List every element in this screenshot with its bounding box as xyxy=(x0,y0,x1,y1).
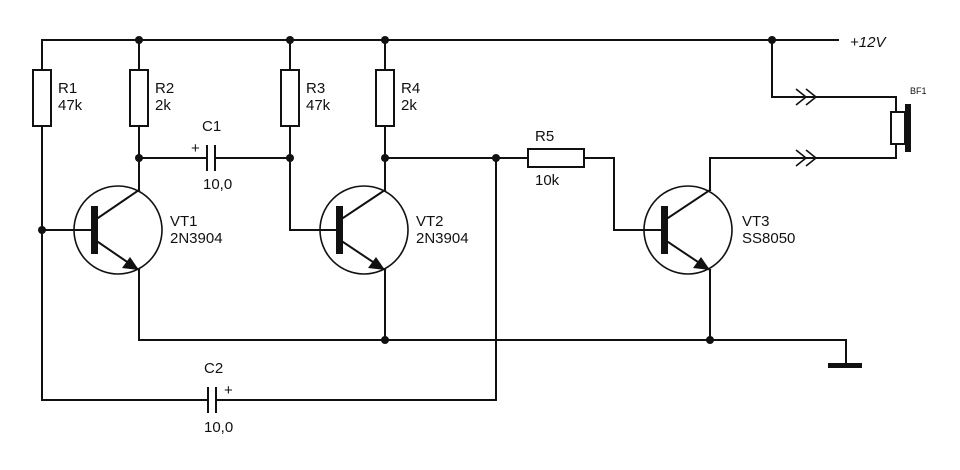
ground-bus xyxy=(138,339,862,368)
c2-ref: C2 xyxy=(204,360,223,377)
c1-polarity: + xyxy=(191,140,200,157)
capacitor-c1: C1 + 10,0 xyxy=(138,118,291,193)
resistor-r2: R2 2k xyxy=(129,39,174,191)
transistor-vt2: VT2 2N3904 xyxy=(319,185,469,341)
bf1-ref: BF1 xyxy=(910,86,927,96)
speaker-bf1: BF1 xyxy=(709,39,927,167)
vt3-part: SS8050 xyxy=(742,230,795,247)
junction-dots xyxy=(38,36,776,344)
vt3-ref: VT3 xyxy=(742,213,770,230)
r3-ref: R3 xyxy=(306,80,325,97)
r5-value: 10k xyxy=(535,172,560,189)
r3-value: 47k xyxy=(306,97,331,114)
resistor-r1: R1 47k xyxy=(32,39,83,401)
resistor-r5: R5 10k xyxy=(384,128,663,231)
vt1-ref: VT1 xyxy=(170,213,198,230)
r4-value: 2k xyxy=(401,97,417,114)
vt2-part: 2N3904 xyxy=(416,230,469,247)
r5-ref: R5 xyxy=(535,128,554,145)
r1-value: 47k xyxy=(58,97,83,114)
capacitor-c2: C2 + 10,0 xyxy=(41,157,497,436)
resistor-r4: R4 2k xyxy=(375,39,420,191)
r4-ref: R4 xyxy=(401,80,420,97)
supply-label: +12V xyxy=(850,34,887,51)
r2-ref: R2 xyxy=(155,80,174,97)
transistor-vt3: VT3 SS8050 xyxy=(643,157,795,341)
r1-ref: R1 xyxy=(58,80,77,97)
c1-value: 10,0 xyxy=(203,176,232,193)
c1-ref: C1 xyxy=(202,118,221,135)
supply-rail: +12V xyxy=(41,34,887,51)
vt1-part: 2N3904 xyxy=(170,230,223,247)
c2-polarity: + xyxy=(224,382,233,399)
transistor-vt1: VT1 2N3904 xyxy=(41,185,223,341)
c2-value: 10,0 xyxy=(204,419,233,436)
resistor-r3: R3 47k xyxy=(280,39,337,231)
r2-value: 2k xyxy=(155,97,171,114)
vt2-ref: VT2 xyxy=(416,213,444,230)
